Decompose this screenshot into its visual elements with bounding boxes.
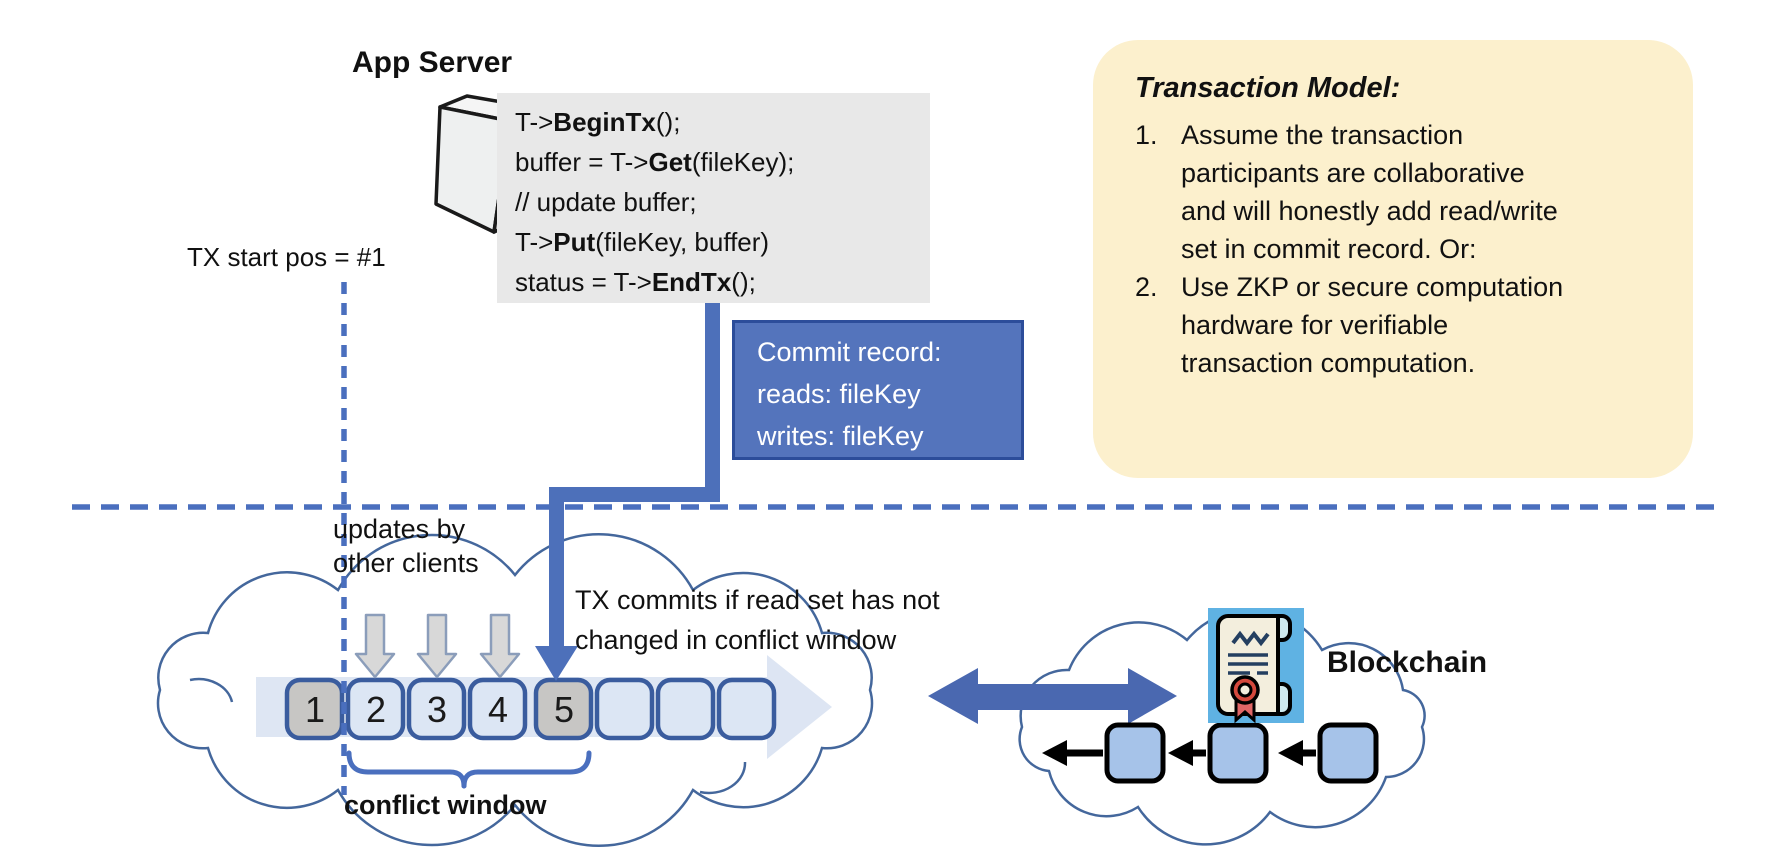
- block-8: [716, 677, 777, 741]
- transaction-model-panel: [1093, 40, 1693, 478]
- transaction-code-block: T->BeginTx(); buffer = T->Get(fileKey); …: [497, 93, 930, 303]
- chain-arrowhead: [1042, 740, 1067, 766]
- model-item-number: 2.: [1135, 272, 1158, 302]
- update-arrows: [354, 613, 521, 679]
- chain-arrowhead: [1168, 740, 1193, 766]
- chain-block: [1317, 722, 1379, 784]
- transaction-model-title: Transaction Model:: [1135, 72, 1401, 104]
- model-item-2: 2. Use ZKP or secure computation hardwar…: [1135, 268, 1563, 382]
- block-5: [533, 677, 594, 741]
- block-3-label: 3: [427, 689, 447, 730]
- code-line: buffer = T->Get(fileKey);: [515, 147, 795, 177]
- timeline-box-numbers: 1 2 3 4 5: [305, 689, 574, 730]
- code-line: status = T->EndTx();: [515, 267, 756, 297]
- block-2: [345, 677, 406, 741]
- app-server-title: App Server: [352, 46, 513, 79]
- block-4-label: 4: [488, 689, 508, 730]
- updates-by-clients-label: updates by other clients: [333, 514, 479, 578]
- model-item-text: Use ZKP or secure computation hardware f…: [1181, 272, 1564, 378]
- chain-arrowhead: [1278, 740, 1303, 766]
- tx-commit-condition-note: TX commits if read set has not changed i…: [575, 585, 940, 655]
- chain-block: [1207, 722, 1269, 784]
- chain-links: [1042, 740, 1316, 766]
- update-arrow-icon: [479, 613, 521, 679]
- update-arrow-icon: [416, 613, 458, 679]
- commit-record-box: Commit record: reads: fileKey writes: fi…: [732, 320, 1024, 460]
- block-4: [467, 677, 528, 741]
- code-line: // update buffer;: [515, 187, 697, 217]
- block-2-label: 2: [366, 689, 386, 730]
- code-line: T->Put(fileKey, buffer): [515, 227, 770, 257]
- commit-elbow-arrow: [535, 303, 720, 681]
- code-line: T->BeginTx();: [515, 107, 681, 137]
- chain-block: [1104, 722, 1166, 784]
- block-5-label: 5: [554, 689, 574, 730]
- block-6: [594, 677, 655, 741]
- conflict-window-brace: [346, 750, 592, 789]
- conflict-window-label: conflict window: [344, 790, 547, 820]
- model-item-1: 1. Assume the transaction participants a…: [1135, 116, 1558, 268]
- sync-double-arrow: [928, 668, 1177, 724]
- model-item-text: Assume the transaction participants are …: [1181, 120, 1558, 264]
- block-1-label: 1: [305, 689, 325, 730]
- block-3: [406, 677, 467, 741]
- timeline-boxes: [284, 677, 777, 741]
- update-arrow-icon: [354, 613, 396, 679]
- block-7: [655, 677, 716, 741]
- blockchain-blocks: [1104, 722, 1379, 784]
- ledger-scroll-icon: [1208, 608, 1304, 724]
- blockchain-label: Blockchain: [1327, 646, 1488, 679]
- model-item-number: 1.: [1135, 120, 1158, 150]
- tx-start-pos-label: TX start pos = #1: [187, 242, 386, 272]
